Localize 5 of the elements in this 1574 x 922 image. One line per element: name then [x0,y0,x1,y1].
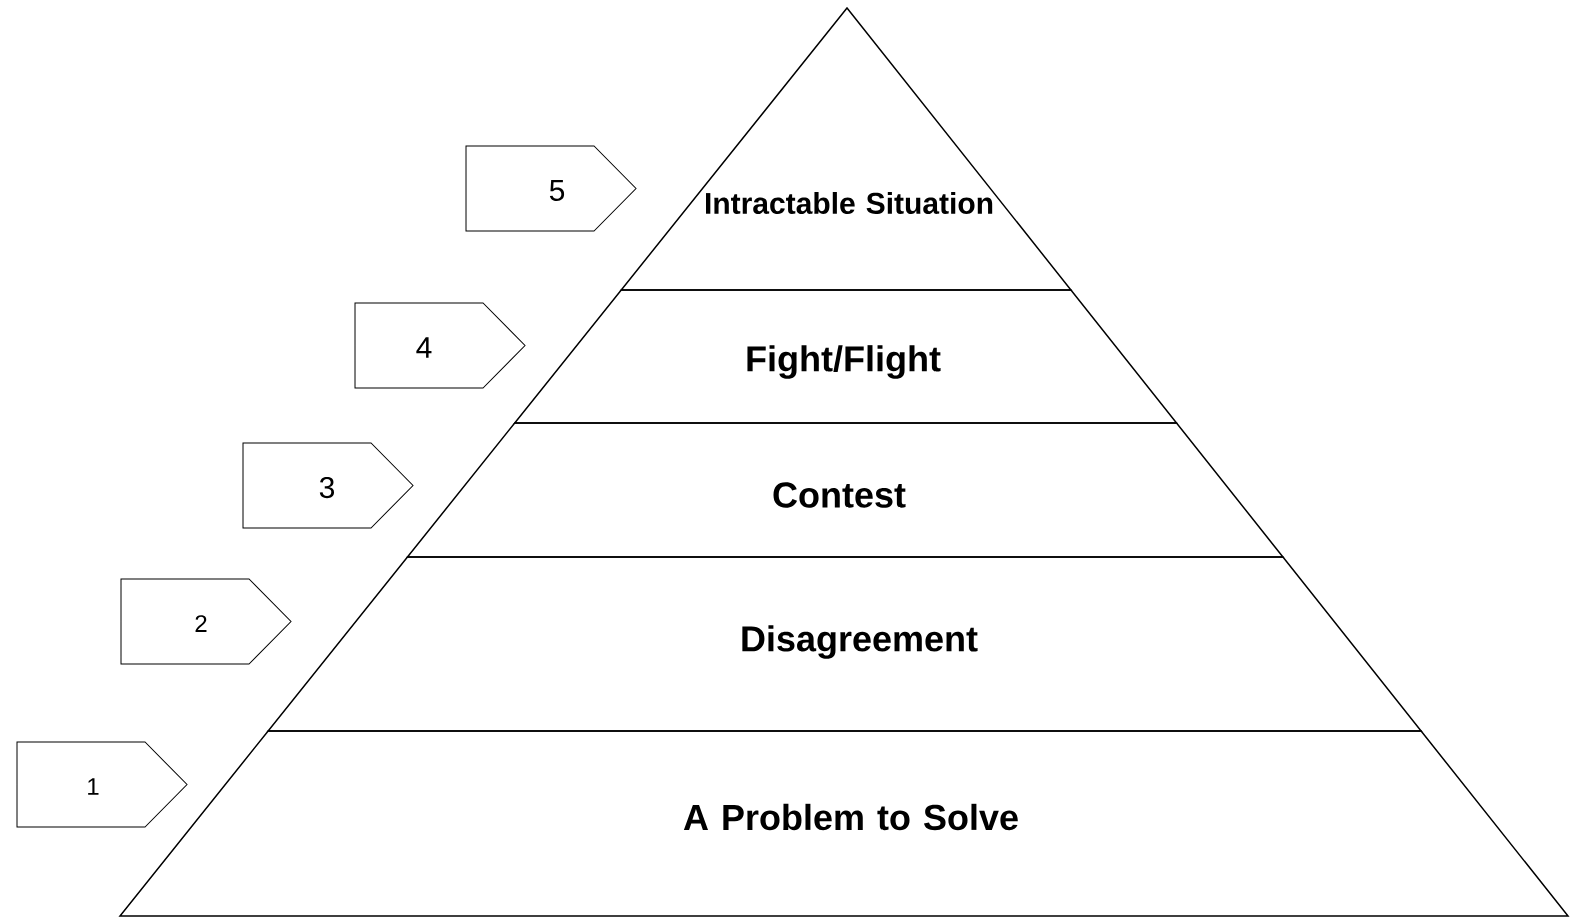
number-tag: 4 [354,302,526,389]
number-tag: 3 [242,442,414,529]
number-tag: 1 [16,741,188,828]
number-tag: 2 [120,578,292,665]
number-tag: 5 [465,145,637,232]
